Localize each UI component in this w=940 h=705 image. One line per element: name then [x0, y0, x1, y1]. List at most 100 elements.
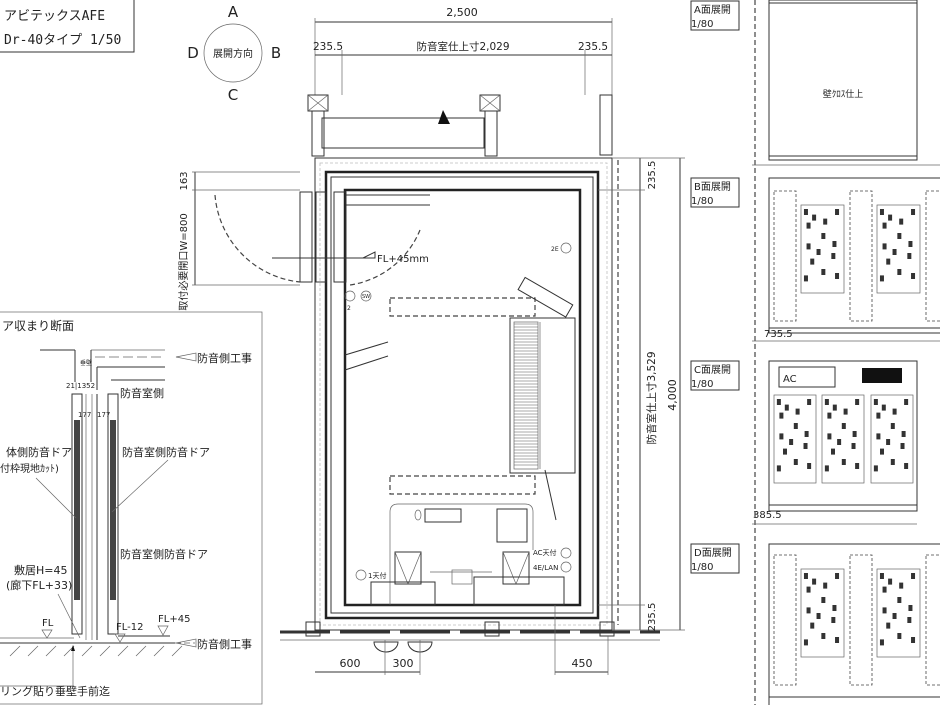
- dim-total-depth: 4,000: [666, 379, 679, 411]
- speaker-mark: [803, 573, 808, 579]
- speaker-mark: [882, 607, 887, 614]
- section-wall-label: 垂壁: [80, 359, 92, 367]
- dim-177b: 177: [97, 411, 110, 419]
- compass-c: C: [228, 86, 238, 104]
- acoustic-panel: [800, 204, 845, 294]
- acoustic-panel: [876, 568, 921, 658]
- speaker-mark: [776, 399, 781, 405]
- speaker-mark: [827, 433, 832, 440]
- compass-b: B: [271, 44, 281, 62]
- speaker-mark: [892, 249, 897, 255]
- speaker-mark: [900, 443, 905, 449]
- speaker-mark: [806, 243, 811, 250]
- speaker-mark: [812, 578, 817, 585]
- speaker-mark: [832, 241, 837, 247]
- speaker-mark: [911, 273, 916, 279]
- plan-bottom-dimensions: 600 300 450: [315, 605, 609, 675]
- speaker-mark: [907, 617, 912, 623]
- speaker-mark: [879, 275, 884, 282]
- dim-inner-depth: 防音室仕上寸3,529: [645, 351, 658, 444]
- elevation-a-label: A面展開: [694, 4, 731, 16]
- speaker-mark: [908, 241, 913, 247]
- speaker-mark: [880, 448, 884, 455]
- dim-inner-width: 防音室仕上寸2,029: [416, 40, 509, 53]
- speaker-mark: [879, 639, 884, 646]
- speaker-mark: [882, 586, 887, 593]
- speaker-mark: [803, 639, 808, 646]
- compass-d: D: [187, 44, 199, 62]
- door-section-detail: ア収まり断面 垂壁 21|1352 防音側工事 防音室側 177 177 体側防…: [0, 311, 263, 705]
- speaker-mark: [823, 582, 828, 589]
- room-interior: 2E SW 2: [344, 242, 572, 495]
- elevation-d-scale: 1/80: [691, 562, 713, 573]
- room-door-label-2: 防音室側防音ドア: [120, 547, 208, 561]
- speaker-mark: [888, 214, 893, 221]
- dim-450: 450: [572, 657, 593, 670]
- speaker-mark: [831, 448, 835, 455]
- speaker-mark: [855, 399, 860, 405]
- speaker-mark: [908, 605, 913, 611]
- speaker-mark: [793, 459, 798, 465]
- speaker-mark: [821, 597, 826, 603]
- speaker-mark: [851, 443, 856, 449]
- speaker-mark: [793, 423, 798, 429]
- speaker-mark: [810, 258, 815, 265]
- outlet-icon: [355, 569, 367, 581]
- speaker-mark: [824, 465, 829, 472]
- speaker-mark: [821, 233, 826, 239]
- speaker-mark: [832, 404, 837, 411]
- diffuser-strip: [773, 554, 797, 686]
- outlet-icon: [560, 242, 572, 254]
- speaker-mark: [876, 433, 881, 440]
- speaker-mark: [911, 209, 916, 215]
- sill-label: 敷居H=45: [14, 563, 68, 577]
- outlet-2e: 2E: [551, 246, 559, 253]
- speaker-mark: [827, 412, 832, 419]
- speaker-mark: [816, 249, 821, 255]
- speaker-mark: [806, 586, 811, 593]
- fl-plus-label: FL+45: [158, 614, 190, 625]
- dim-left-wall: 235.5: [313, 41, 343, 53]
- speaker-mark: [904, 463, 909, 469]
- compass-a: A: [228, 3, 239, 21]
- speaker-mark: [911, 637, 916, 643]
- acoustic-panel: [773, 394, 817, 484]
- diffuser-strip: [849, 554, 873, 686]
- door-dim-163: 163: [179, 171, 190, 190]
- speaker-mark: [810, 622, 815, 629]
- speaker-mark: [821, 269, 826, 275]
- speaker-mark: [879, 573, 884, 579]
- speaker-mark: [873, 399, 878, 405]
- direction-compass: A B C D 展開方向: [187, 3, 281, 104]
- speaker-mark: [897, 233, 902, 239]
- sill-note: (廊下FL+33): [6, 578, 72, 592]
- outlet-icon: [344, 290, 356, 302]
- elevation-c-dim: 385.5: [753, 510, 782, 521]
- speaker-mark: [835, 573, 840, 579]
- speaker-mark: [816, 613, 821, 619]
- dim-top-wall: 235.5: [647, 161, 658, 190]
- elevation-c-scale: 1/80: [691, 379, 713, 390]
- speaker-mark: [779, 433, 784, 440]
- speaker-mark: [803, 275, 808, 282]
- speaker-mark: [911, 573, 916, 579]
- floor-level-label: FL+45mm: [377, 254, 429, 265]
- outlet-2: 2: [347, 305, 351, 312]
- desk-area: 1天付 AC天付 4E/LAN: [355, 503, 572, 653]
- speaker-mark: [837, 439, 842, 445]
- diffuser-strip: [849, 190, 873, 322]
- dim-600: 600: [340, 657, 361, 670]
- speaker-mark: [789, 439, 794, 445]
- entrance-door: FL+45mm: [214, 191, 430, 286]
- speaker-mark: [779, 412, 784, 419]
- speaker-mark: [901, 431, 906, 437]
- elevation-b-label: B面展開: [694, 181, 731, 193]
- speaker-mark: [890, 423, 895, 429]
- elevation-c: C面展開 1/80 AC 385.5: [690, 360, 918, 525]
- door-opening-dim: 取付必要開口W=800: [177, 213, 190, 310]
- acoustic-panel: [800, 568, 845, 658]
- section-top-right-label: 防音側工事: [197, 351, 252, 365]
- dim-300: 300: [393, 657, 414, 670]
- switch-icon: [360, 290, 372, 302]
- speaker-mark: [835, 273, 840, 279]
